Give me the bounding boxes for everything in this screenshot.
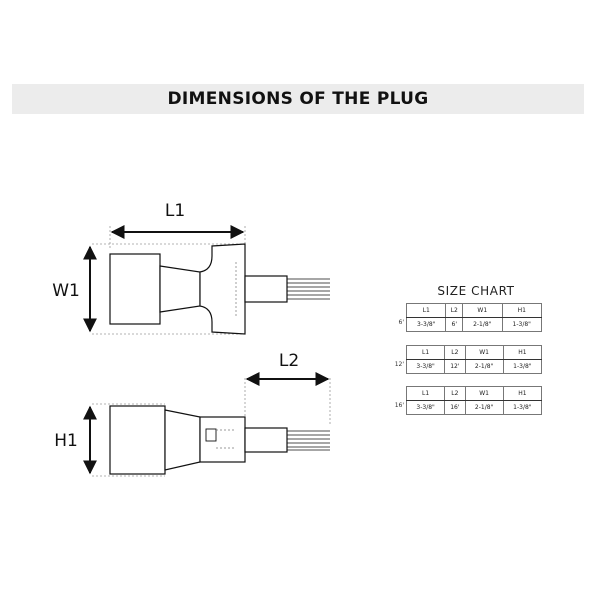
size-chart-title: SIZE CHART [437,284,515,298]
w1-label: W1 [52,281,80,301]
plug-neck [159,265,201,313]
table-cell: 16' [444,400,466,415]
cable-wires [287,430,330,451]
column-header-l2: L2 [444,345,466,360]
table-cell: 3-3/8" [405,317,447,332]
size-table: L1 L2 W1 H1 3-3/8" 12' 2-1/8" 1-3/8" [405,345,543,374]
table-cell: 3-3/8" [405,359,446,374]
size-table: L1 L2 W1 H1 3-3/8" 6' 2-1/8" 1-3/8" [405,303,543,332]
table-cell: 1-3/8" [502,400,543,415]
l2-label: L2 [279,351,299,371]
column-header-w1: W1 [464,345,504,360]
plug-side-neck [164,409,201,471]
size-label: 6' [398,319,404,326]
size-table: L1 L2 W1 H1 3-3/8" 16' 2-1/8" 1-3/8" [405,386,543,415]
column-header-l1: L1 [405,386,446,401]
table-cell: 1-3/8" [502,359,543,374]
table-cell: 2-1/8" [462,317,503,332]
table-cell: 12' [444,359,466,374]
h1-label: H1 [54,431,78,451]
plug-side-view [83,372,331,477]
plug-collar [199,243,246,335]
plug-side-head [109,405,166,475]
table-cell: 2-1/8" [464,359,504,374]
column-header-l2: L2 [445,303,464,318]
plug-head [109,253,161,325]
table-row: 3-3/8" 12' 2-1/8" 1-3/8" [405,359,543,374]
table-header-row: L1 L2 W1 H1 [405,386,543,401]
column-header-l2: L2 [444,386,466,401]
table-cell: 6' [445,317,464,332]
plug-top-view [83,225,330,335]
column-header-w1: W1 [462,303,503,318]
table-header-row: L1 L2 W1 H1 [405,345,543,360]
table-row: 3-3/8" 6' 2-1/8" 1-3/8" [405,317,543,332]
column-header-w1: W1 [464,386,504,401]
plug-cable [244,275,288,303]
table-header-row: L1 L2 W1 H1 [405,303,543,318]
page-title: DIMENSIONS OF THE PLUG [167,89,429,109]
column-header-h1: H1 [502,345,543,360]
table-row: 3-3/8" 16' 2-1/8" 1-3/8" [405,400,543,415]
title-banner: DIMENSIONS OF THE PLUG [12,84,584,114]
table-cell: 2-1/8" [464,400,504,415]
l1-label: L1 [165,201,185,221]
collar-notch [205,428,217,442]
column-header-l1: L1 [405,345,446,360]
table-cell: 3-3/8" [405,400,446,415]
column-header-h1: H1 [502,386,543,401]
plug-side-cable [244,427,288,453]
size-label: 16' [394,402,404,409]
table-cell: 1-3/8" [501,317,543,332]
column-header-h1: H1 [501,303,543,318]
column-header-l1: L1 [405,303,447,318]
cable-wires [287,278,330,300]
size-label: 12' [394,361,404,368]
